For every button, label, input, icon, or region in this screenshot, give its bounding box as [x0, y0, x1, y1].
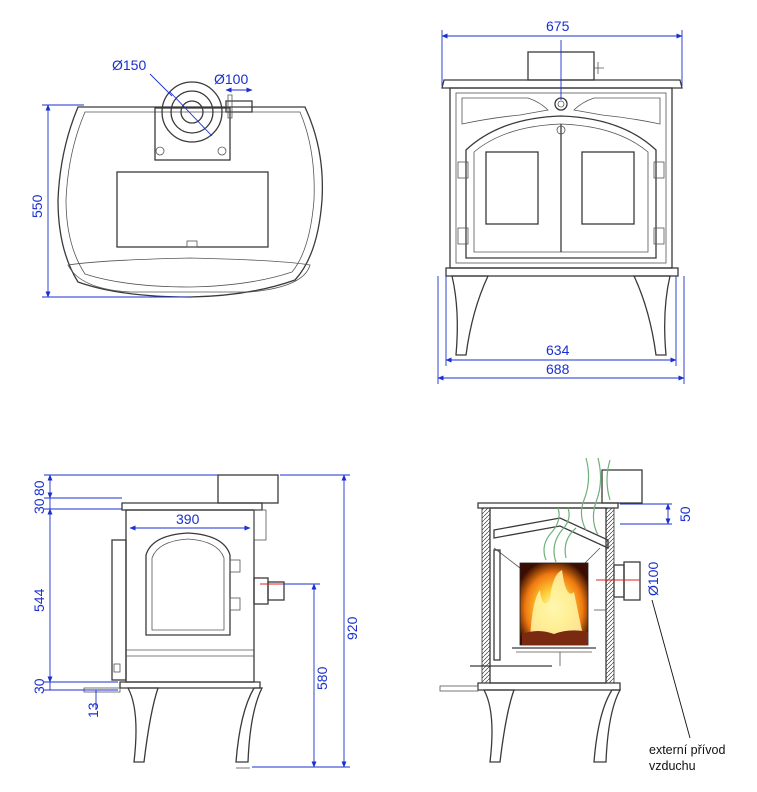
- external-air-label-line1: externí přívod: [649, 743, 725, 757]
- inlet-height-dimension: 580: [314, 666, 330, 690]
- top-air-inlet-label: Ø100: [214, 71, 248, 87]
- section-50-dimension: 50: [677, 506, 693, 522]
- side-top-30-dimension: 30: [31, 498, 47, 514]
- front-view: [441, 51, 683, 356]
- side-top-80-dimension: 80: [31, 480, 47, 496]
- bottom-30-dimension: 30: [31, 678, 47, 694]
- flue-leader: [149, 73, 173, 97]
- leg-13-dimension: 13: [85, 702, 101, 718]
- section-view: [439, 457, 643, 763]
- depth-dimension: 550: [29, 194, 45, 218]
- inner-width-dimension: 390: [176, 511, 200, 527]
- top-width-dimension: 675: [546, 18, 570, 34]
- top-view: [57, 81, 324, 298]
- external-air-label-line2: vzduchu: [649, 759, 696, 773]
- overall-width-dimension: 688: [546, 361, 570, 377]
- body-height-dimension: 544: [31, 588, 47, 612]
- section-air-inlet-label: Ø100: [645, 562, 661, 596]
- side-view: [83, 474, 285, 769]
- external-air-leader: [651, 599, 691, 739]
- leg-width-dimension: 634: [546, 342, 570, 358]
- overall-height-dimension: 920: [344, 616, 360, 640]
- flue-diameter-label: Ø150: [112, 57, 146, 73]
